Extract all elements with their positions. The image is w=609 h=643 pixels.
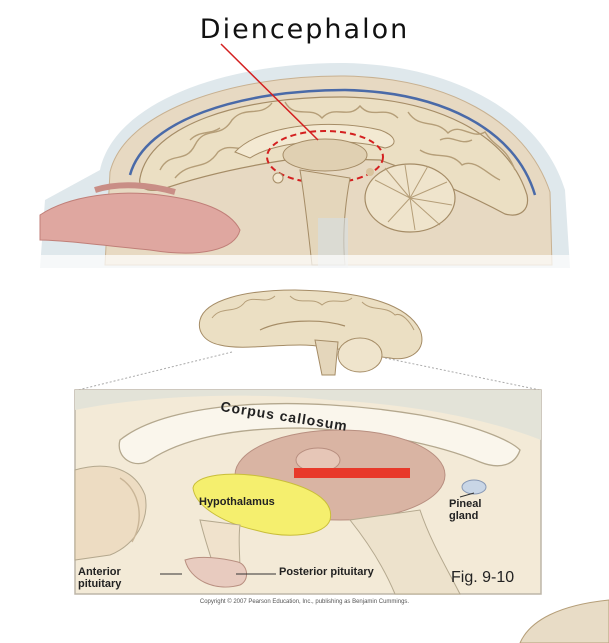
sagittal-head-section — [30, 44, 580, 275]
posterior-pituitary-label: Posterior pituitary — [279, 566, 374, 578]
anterior-pituitary-label: Anterior pituitary — [78, 566, 158, 590]
figure-label: Fig. 9-10 — [451, 569, 514, 587]
hypothalamus-label: Hypothalamus — [199, 496, 275, 508]
red-highlight-bar — [294, 468, 410, 478]
cerebellum — [365, 164, 455, 232]
small-brain — [78, 290, 540, 390]
page-title: Diencephalon — [0, 14, 609, 45]
pineal-gland-label: Pineal gland — [449, 498, 489, 522]
copyright-note: Copyright © 2007 Pearson Education, Inc.… — [0, 599, 609, 605]
pineal-gland-shape — [462, 480, 486, 494]
corner-brain-fragment — [520, 600, 609, 643]
